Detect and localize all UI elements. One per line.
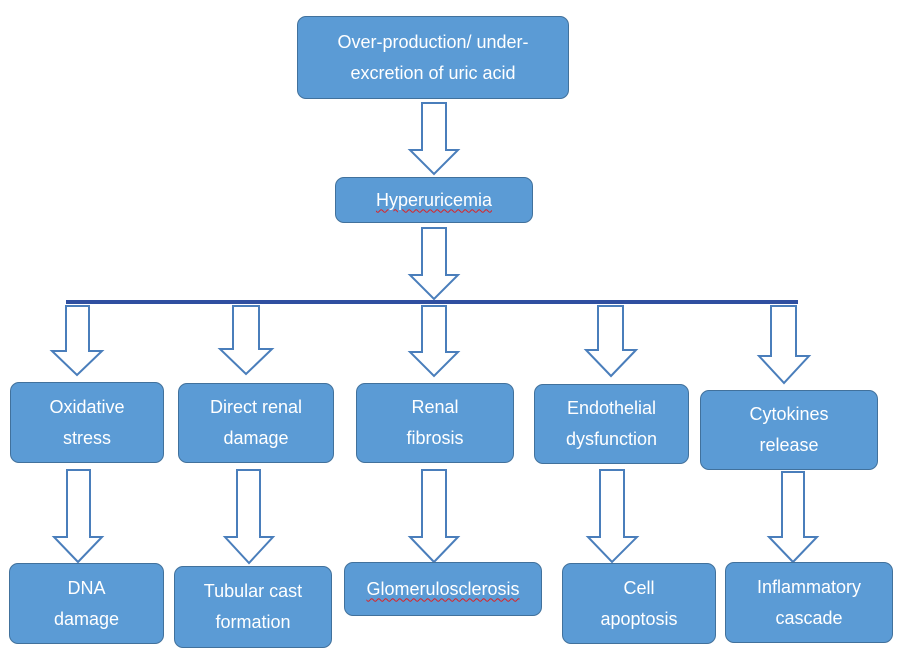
box-glomerulosclerosis: Glomerulosclerosis	[344, 562, 542, 616]
box-inflammatory-cascade: Inflammatory cascade	[725, 562, 893, 643]
box-hyperuricemia: Hyperuricemia	[335, 177, 533, 223]
box-tubular-cast-formation: Tubular cast formation	[174, 566, 332, 648]
arrow-bus-to-endothelial-dysfunction	[583, 305, 639, 378]
box-label-line-2: damage	[53, 608, 120, 629]
box-label-line-1: Over-production/ under-	[337, 31, 529, 52]
box-label-line-2: cascade	[775, 607, 843, 628]
arrow-oxidative-to-dna-damage	[51, 469, 105, 564]
box-cell-apoptosis: Cell apoptosis	[562, 563, 716, 644]
box-label-line-1: Direct renal	[209, 397, 303, 417]
box-label-line-2: release	[759, 435, 819, 455]
box-label-line-1: Inflammatory	[756, 576, 862, 597]
box-label-line-2: dysfunction	[565, 429, 658, 449]
arrow-bus-to-oxidative-stress	[49, 305, 105, 377]
box-label-line-2: fibrosis	[406, 428, 464, 448]
arrow-endothelial-to-apoptosis	[585, 469, 640, 564]
box-label-line-1: Glomerulosclerosis	[366, 578, 520, 599]
box-renal-fibrosis: Renal fibrosis	[356, 383, 514, 463]
box-label-line-2: apoptosis	[600, 608, 678, 629]
arrow-bus-to-cytokines-release	[756, 305, 812, 385]
box-label-line-1: Cytokines	[749, 404, 829, 424]
box-label-line-2: damage	[223, 428, 289, 448]
box-label-line-1: Endothelial	[566, 398, 657, 418]
box-label-line-2: formation	[215, 612, 291, 632]
box-label-line-2: excretion of uric acid	[350, 62, 516, 83]
arrow-fibrosis-to-glomerulosclerosis	[407, 469, 461, 564]
arrow-top-to-hyperuricemia	[407, 102, 461, 176]
box-dna-damage: DNA damage	[9, 563, 164, 644]
box-label-line-1: Tubular cast	[203, 581, 303, 601]
box-endothelial-dysfunction: Endothelial dysfunction	[534, 384, 689, 464]
arrow-direct-renal-to-tubular-cast	[222, 469, 276, 565]
arrow-bus-to-direct-renal-damage	[217, 305, 275, 376]
box-direct-renal-damage: Direct renal damage	[178, 383, 334, 463]
box-label-line-1: Renal	[411, 397, 459, 417]
box-label-line-1: Oxidative	[49, 396, 125, 417]
arrow-cytokines-to-inflammatory	[766, 471, 820, 564]
box-label-line-1: Hyperuricemia	[375, 189, 493, 210]
arrow-bus-to-renal-fibrosis	[407, 305, 461, 378]
box-oxidative-stress: Oxidative stress	[10, 382, 164, 463]
arrow-hyperuricemia-to-bus	[407, 227, 461, 301]
box-label-line-1: DNA	[67, 577, 106, 598]
box-label-line-1: Cell	[623, 577, 655, 598]
box-label-line-2: stress	[62, 427, 111, 448]
box-uric-acid-overproduction: Over-production/ under- excretion of uri…	[297, 16, 569, 99]
box-cytokines-release: Cytokines release	[700, 390, 878, 470]
